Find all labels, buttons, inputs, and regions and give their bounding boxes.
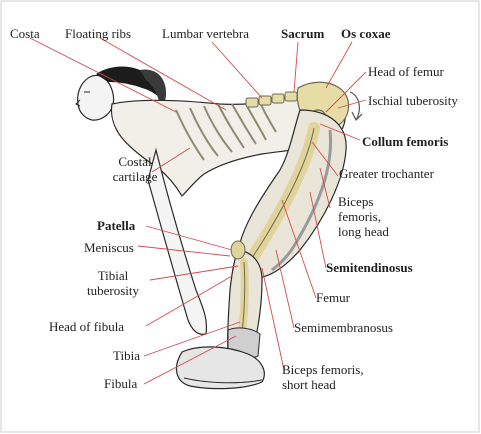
label-ischial-tuberosity: Ischial tuberosity bbox=[368, 93, 458, 108]
label-os-coxae: Os coxae bbox=[341, 26, 390, 41]
label-tibia: Tibia bbox=[113, 348, 140, 363]
label-floating-ribs: Floating ribs bbox=[65, 26, 131, 41]
label-semimembranosus: Semimembranosus bbox=[294, 320, 393, 335]
label-biceps-femoris-long-head: Biceps femoris, long head bbox=[338, 194, 389, 239]
label-sacrum: Sacrum bbox=[281, 26, 324, 41]
label-collum-femoris: Collum femoris bbox=[362, 134, 448, 149]
label-meniscus: Meniscus bbox=[84, 240, 134, 255]
label-lumbar-vertebra: Lumbar vertebra bbox=[162, 26, 249, 41]
rotation-arrow bbox=[350, 92, 362, 120]
label-greater-trochanter: Greater trochanter bbox=[339, 166, 434, 181]
label-head-of-fibula: Head of fibula bbox=[49, 319, 124, 334]
label-patella: Patella bbox=[97, 218, 135, 233]
label-biceps-femoris-short-head: Biceps femoris, short head bbox=[282, 362, 364, 392]
label-semitendinosus: Semitendinosus bbox=[326, 260, 413, 275]
label-fibula: Fibula bbox=[104, 376, 137, 391]
label-head-of-femur: Head of femur bbox=[368, 64, 444, 79]
label-femur: Femur bbox=[316, 290, 350, 305]
label-costal-cartilage: Costal cartilage bbox=[100, 154, 170, 184]
label-costa: Costa bbox=[10, 26, 40, 41]
label-tibial-tuberosity: Tibial tuberosity bbox=[76, 268, 150, 298]
